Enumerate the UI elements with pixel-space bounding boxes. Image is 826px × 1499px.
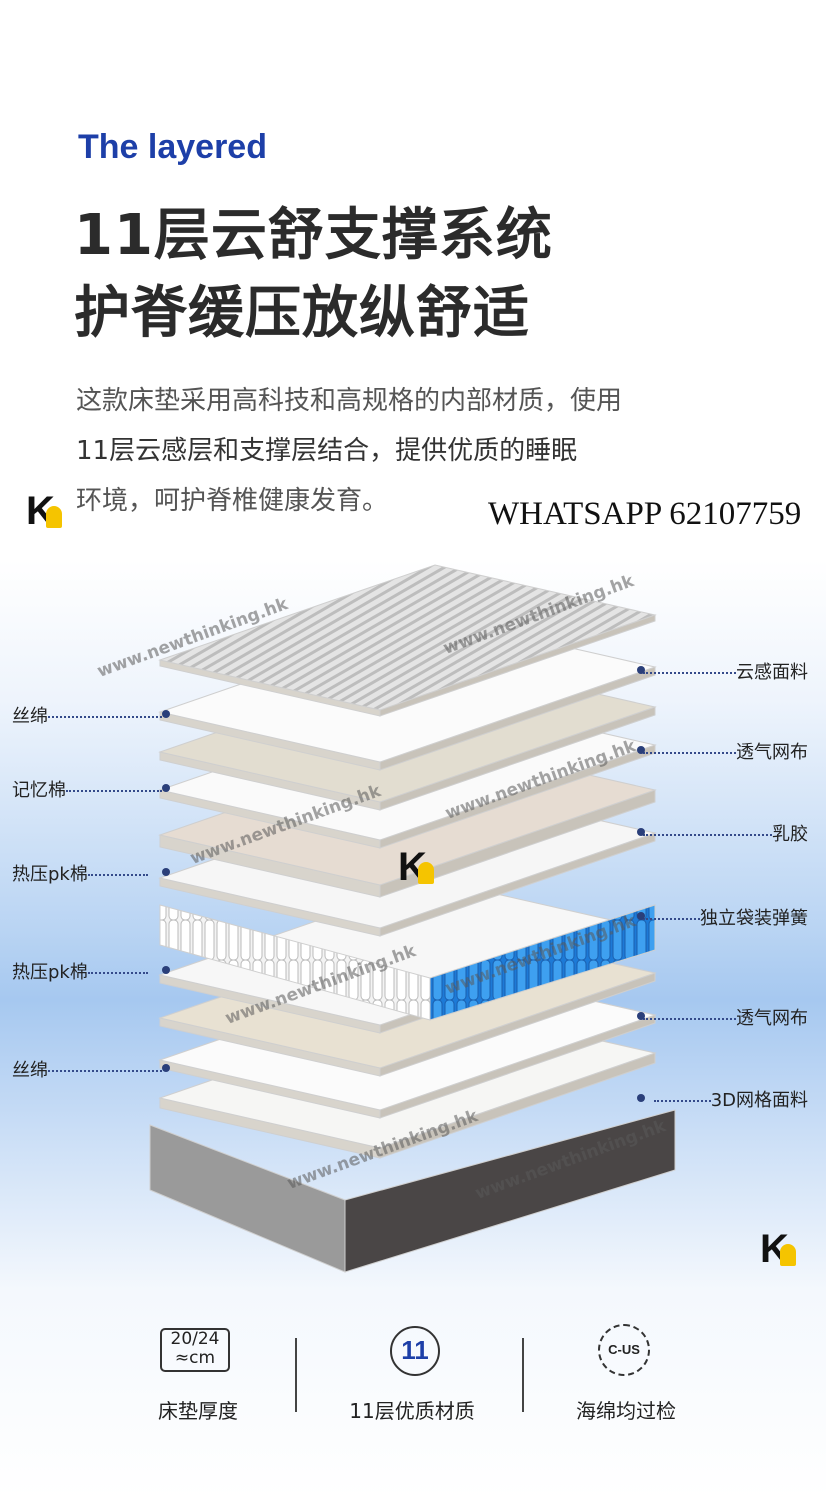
label-right-0: 云感面料 — [643, 658, 808, 684]
description-line-2: 11层云感层和支撑层结合，提供优质的睡眠 — [76, 436, 578, 466]
feature-certification-label: 海绵均过检 — [576, 1399, 676, 1423]
mattress-base-right — [344, 1109, 676, 1273]
label-pointer-dot — [162, 710, 170, 718]
label-right-5: 3D网格面料 — [653, 1086, 808, 1112]
label-pointer-dot — [162, 868, 170, 876]
label-pointer-dot — [637, 746, 645, 754]
brand-logo-bottom: K — [760, 1229, 800, 1269]
thickness-icon: 20/24≈cm — [160, 1328, 230, 1372]
label-left-1: 记忆棉 — [12, 776, 162, 802]
label-pointer-dot — [637, 828, 645, 836]
whatsapp-contact: WHATSAPP 62107759 — [488, 496, 802, 532]
subtitle: The layered — [78, 128, 267, 166]
label-right-2: 乳胶 — [643, 820, 808, 846]
mattress-base-left — [149, 1124, 346, 1273]
layers-count-icon: 11 — [390, 1326, 440, 1376]
label-right-1: 透气网布 — [643, 738, 808, 764]
description-line-3: 环境，呵护脊椎健康发育。 — [76, 486, 389, 516]
label-left-4: 丝绵 — [12, 1056, 162, 1082]
feature-layers-label: 11层优质材质 — [349, 1399, 475, 1423]
label-left-3: 热压pk棉 — [12, 958, 148, 984]
label-pointer-dot — [162, 784, 170, 792]
label-pointer-dot — [637, 666, 645, 674]
label-pointer-dot — [637, 1094, 645, 1102]
label-pointer-dot — [637, 1012, 645, 1020]
feature-thickness-label: 床垫厚度 — [158, 1399, 238, 1423]
brand-logo: K — [26, 491, 66, 531]
divider — [295, 1338, 297, 1412]
layer-pocket-springs-blue — [429, 904, 656, 1021]
label-right-4: 透气网布 — [643, 1004, 808, 1030]
label-pointer-dot — [162, 966, 170, 974]
label-pointer-dot — [162, 1064, 170, 1072]
label-left-2: 热压pk棉 — [12, 860, 148, 886]
label-left-0: 丝绵 — [12, 702, 162, 728]
description-line-1: 这款床垫采用高科技和高规格的内部材质，使用 — [76, 386, 623, 416]
title-line-1: 11层云舒支撑系统 — [74, 203, 553, 268]
brand-logo-center: K — [398, 847, 438, 887]
label-right-3: 独立袋装弹簧 — [643, 904, 808, 930]
title-line-2: 护脊缓压放纵舒适 — [74, 281, 530, 346]
certification-badge-icon: C-US — [598, 1324, 650, 1376]
layer-cloud-fabric — [158, 564, 657, 711]
label-pointer-dot — [637, 912, 645, 920]
divider — [522, 1338, 524, 1412]
